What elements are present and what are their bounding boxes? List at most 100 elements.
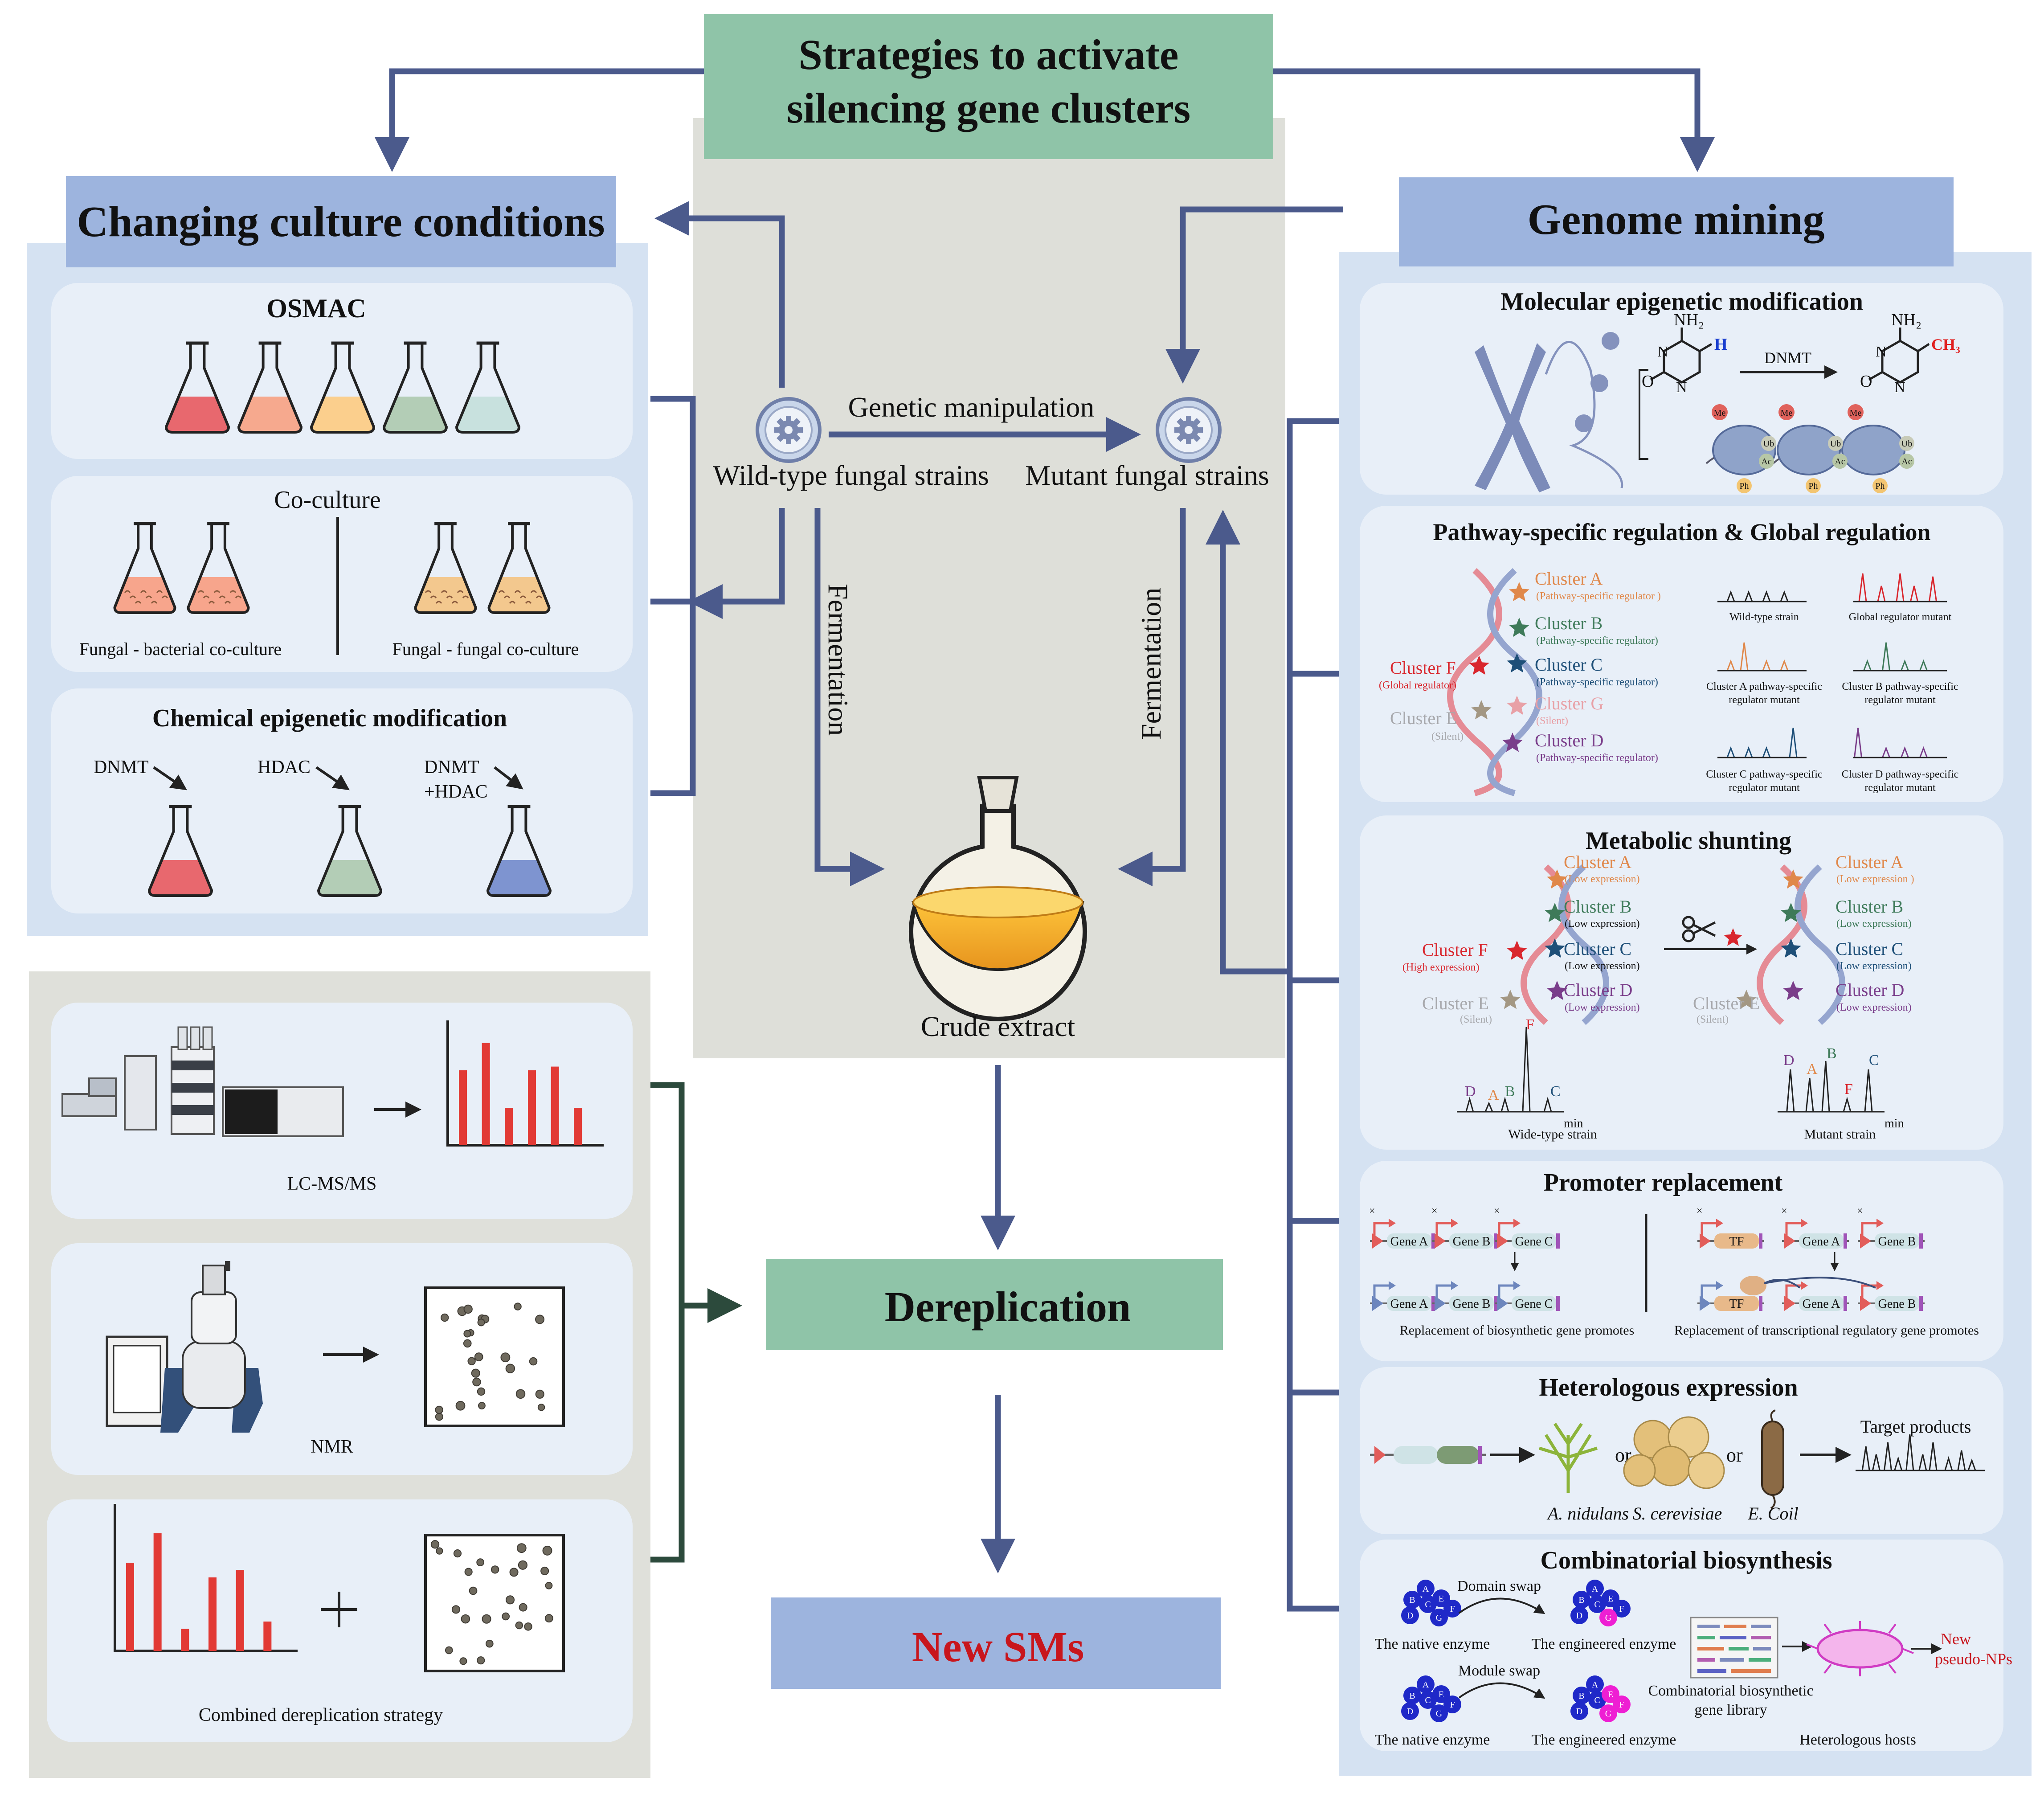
nmr-card: NMR (51, 1243, 633, 1475)
shunt-b1-sub: (Low expression) (1565, 918, 1640, 930)
left-header: Changing culture conditions (66, 176, 616, 267)
combi-engineered-1: The engineered enzyme (1532, 1636, 1676, 1652)
star-icon (1507, 653, 1527, 673)
nmr-instrument-icon (106, 1261, 263, 1433)
svg-text:B: B (1409, 1691, 1415, 1701)
svg-text:Gene C: Gene C (1515, 1297, 1553, 1311)
svg-text:TF: TF (1729, 1297, 1744, 1311)
star-icon (1509, 582, 1529, 602)
min-label: min (1564, 1117, 1583, 1130)
nmr-peak-dot (515, 1389, 526, 1399)
combi-new-2: pseudo-NPs (1935, 1650, 2012, 1668)
chromosome-icon (1475, 343, 1550, 492)
chemical-title: Chemical epigenetic modification (152, 704, 507, 732)
shunt-title: Metabolic shunting (1586, 827, 1791, 855)
coculture-right-label: Fungal - fungal co-culture (392, 639, 579, 659)
gene-cassette (1370, 1446, 1486, 1464)
chrom-a-1: Cluster A pathway-specific (1706, 681, 1822, 692)
shunt-e1-sub: (Silent) (1460, 1014, 1492, 1025)
shunt-a1-sub: (Low expression) (1565, 873, 1640, 885)
combined-label: Combined dereplication strategy (199, 1705, 443, 1725)
svg-text:A: A (1423, 1680, 1429, 1690)
combined-bar (126, 1563, 134, 1651)
n-label-3: N (1876, 344, 1887, 360)
nmr-peak-dot (519, 1603, 527, 1612)
svg-text:C: C (1425, 1696, 1431, 1705)
chrom-b-2: regulator mutant (1864, 694, 1936, 706)
combined-bar (181, 1629, 189, 1651)
shunt-b2: Cluster B (1836, 897, 1903, 917)
combi-engineered-2: The engineered enzyme (1532, 1732, 1676, 1748)
chemical-flask-icon (486, 805, 552, 897)
new-sms-label: New SMs (912, 1623, 1084, 1671)
svg-text:C: C (1594, 1696, 1600, 1705)
chromatogram-wild (1717, 590, 1807, 602)
dnmt-label: DNMT (1764, 349, 1811, 367)
chromatogram-a (1717, 642, 1807, 672)
svg-text:G: G (1436, 1613, 1442, 1623)
promoter-arrow-icon: × (1431, 1205, 1458, 1249)
mem-title: Molecular epigenetic modification (1500, 288, 1863, 315)
nmr-peak-dot (455, 1401, 466, 1411)
star-icon (1783, 869, 1803, 889)
psr-cluster-e-sub: (Silent) (1431, 731, 1464, 742)
svg-text:A: A (1423, 1584, 1429, 1594)
psr-cluster-g-sub: (Silent) (1536, 715, 1568, 727)
svg-text:D: D (1407, 1707, 1413, 1716)
cytosine-structure (1650, 328, 1713, 384)
psr-cluster-c: Cluster C (1535, 655, 1602, 675)
nmr-peak-dot (535, 1389, 544, 1399)
chemical-flasks (148, 805, 552, 897)
gene-block: TF (1714, 1233, 1762, 1249)
chemical-card: Chemical epigenetic modification DNMT HD… (51, 688, 633, 913)
gene-block: TF (1714, 1296, 1762, 1311)
psr-cluster-a: Cluster A (1535, 569, 1602, 589)
gear-icon (774, 416, 803, 444)
lcms-bar (482, 1043, 490, 1145)
chemical-label-hdac: HDAC (258, 757, 311, 778)
promoter-arrow-icon: × (1494, 1205, 1521, 1249)
lcms-bar (528, 1070, 536, 1145)
peak-label: C (1869, 1052, 1879, 1069)
ub-label-3: Ub (1901, 439, 1912, 449)
chrom-c-2: regulator mutant (1729, 782, 1800, 794)
promoter-caption-1: Replacement of biosynthetic gene promote… (1400, 1323, 1635, 1338)
osmac-flask-icon (310, 341, 375, 434)
osmac-title: OSMAC (266, 294, 366, 323)
chemical-flask-icon (148, 805, 213, 897)
promoter-arrow-icon: × (1857, 1205, 1884, 1249)
target-chromatogram (1856, 1434, 1985, 1471)
nmr-peak-dot (461, 1614, 470, 1624)
svg-text:D: D (1576, 1707, 1582, 1716)
psr-title: Pathway-specific regulation & Global reg… (1433, 519, 1931, 545)
lcms-bar (505, 1108, 513, 1145)
combi-native-1: The native enzyme (1375, 1636, 1490, 1652)
nmr-peak-dot (464, 1568, 473, 1576)
nmr-peak-dot (471, 1368, 480, 1378)
combined-bar (236, 1570, 244, 1651)
star-icon (1547, 869, 1567, 889)
svg-text:D: D (1407, 1611, 1413, 1621)
nmr-peak-dot (453, 1549, 462, 1558)
wild-type-label: Wild-type fungal strains (713, 459, 989, 491)
nmr-peak-dot (463, 1330, 471, 1338)
gene-block: Gene B (1875, 1233, 1923, 1249)
shunt-b1: Cluster B (1564, 897, 1631, 917)
ub-label-2: Ub (1830, 439, 1841, 449)
psr-chromatograms (1717, 573, 1947, 758)
o-label: O (1642, 372, 1654, 391)
coculture-title: Co-culture (274, 486, 380, 514)
h-label: H (1714, 335, 1728, 354)
dereplication-label: Dereplication (885, 1283, 1131, 1331)
nmr-peak-dot (537, 1404, 545, 1411)
combined-card: Combined dereplication strategy (47, 1499, 633, 1742)
dereplication-box: Dereplication (766, 1259, 1223, 1350)
nmr-peak-dot (514, 1302, 522, 1311)
osmac-flask-icon (165, 341, 230, 434)
combined-spectrum (430, 1540, 553, 1665)
